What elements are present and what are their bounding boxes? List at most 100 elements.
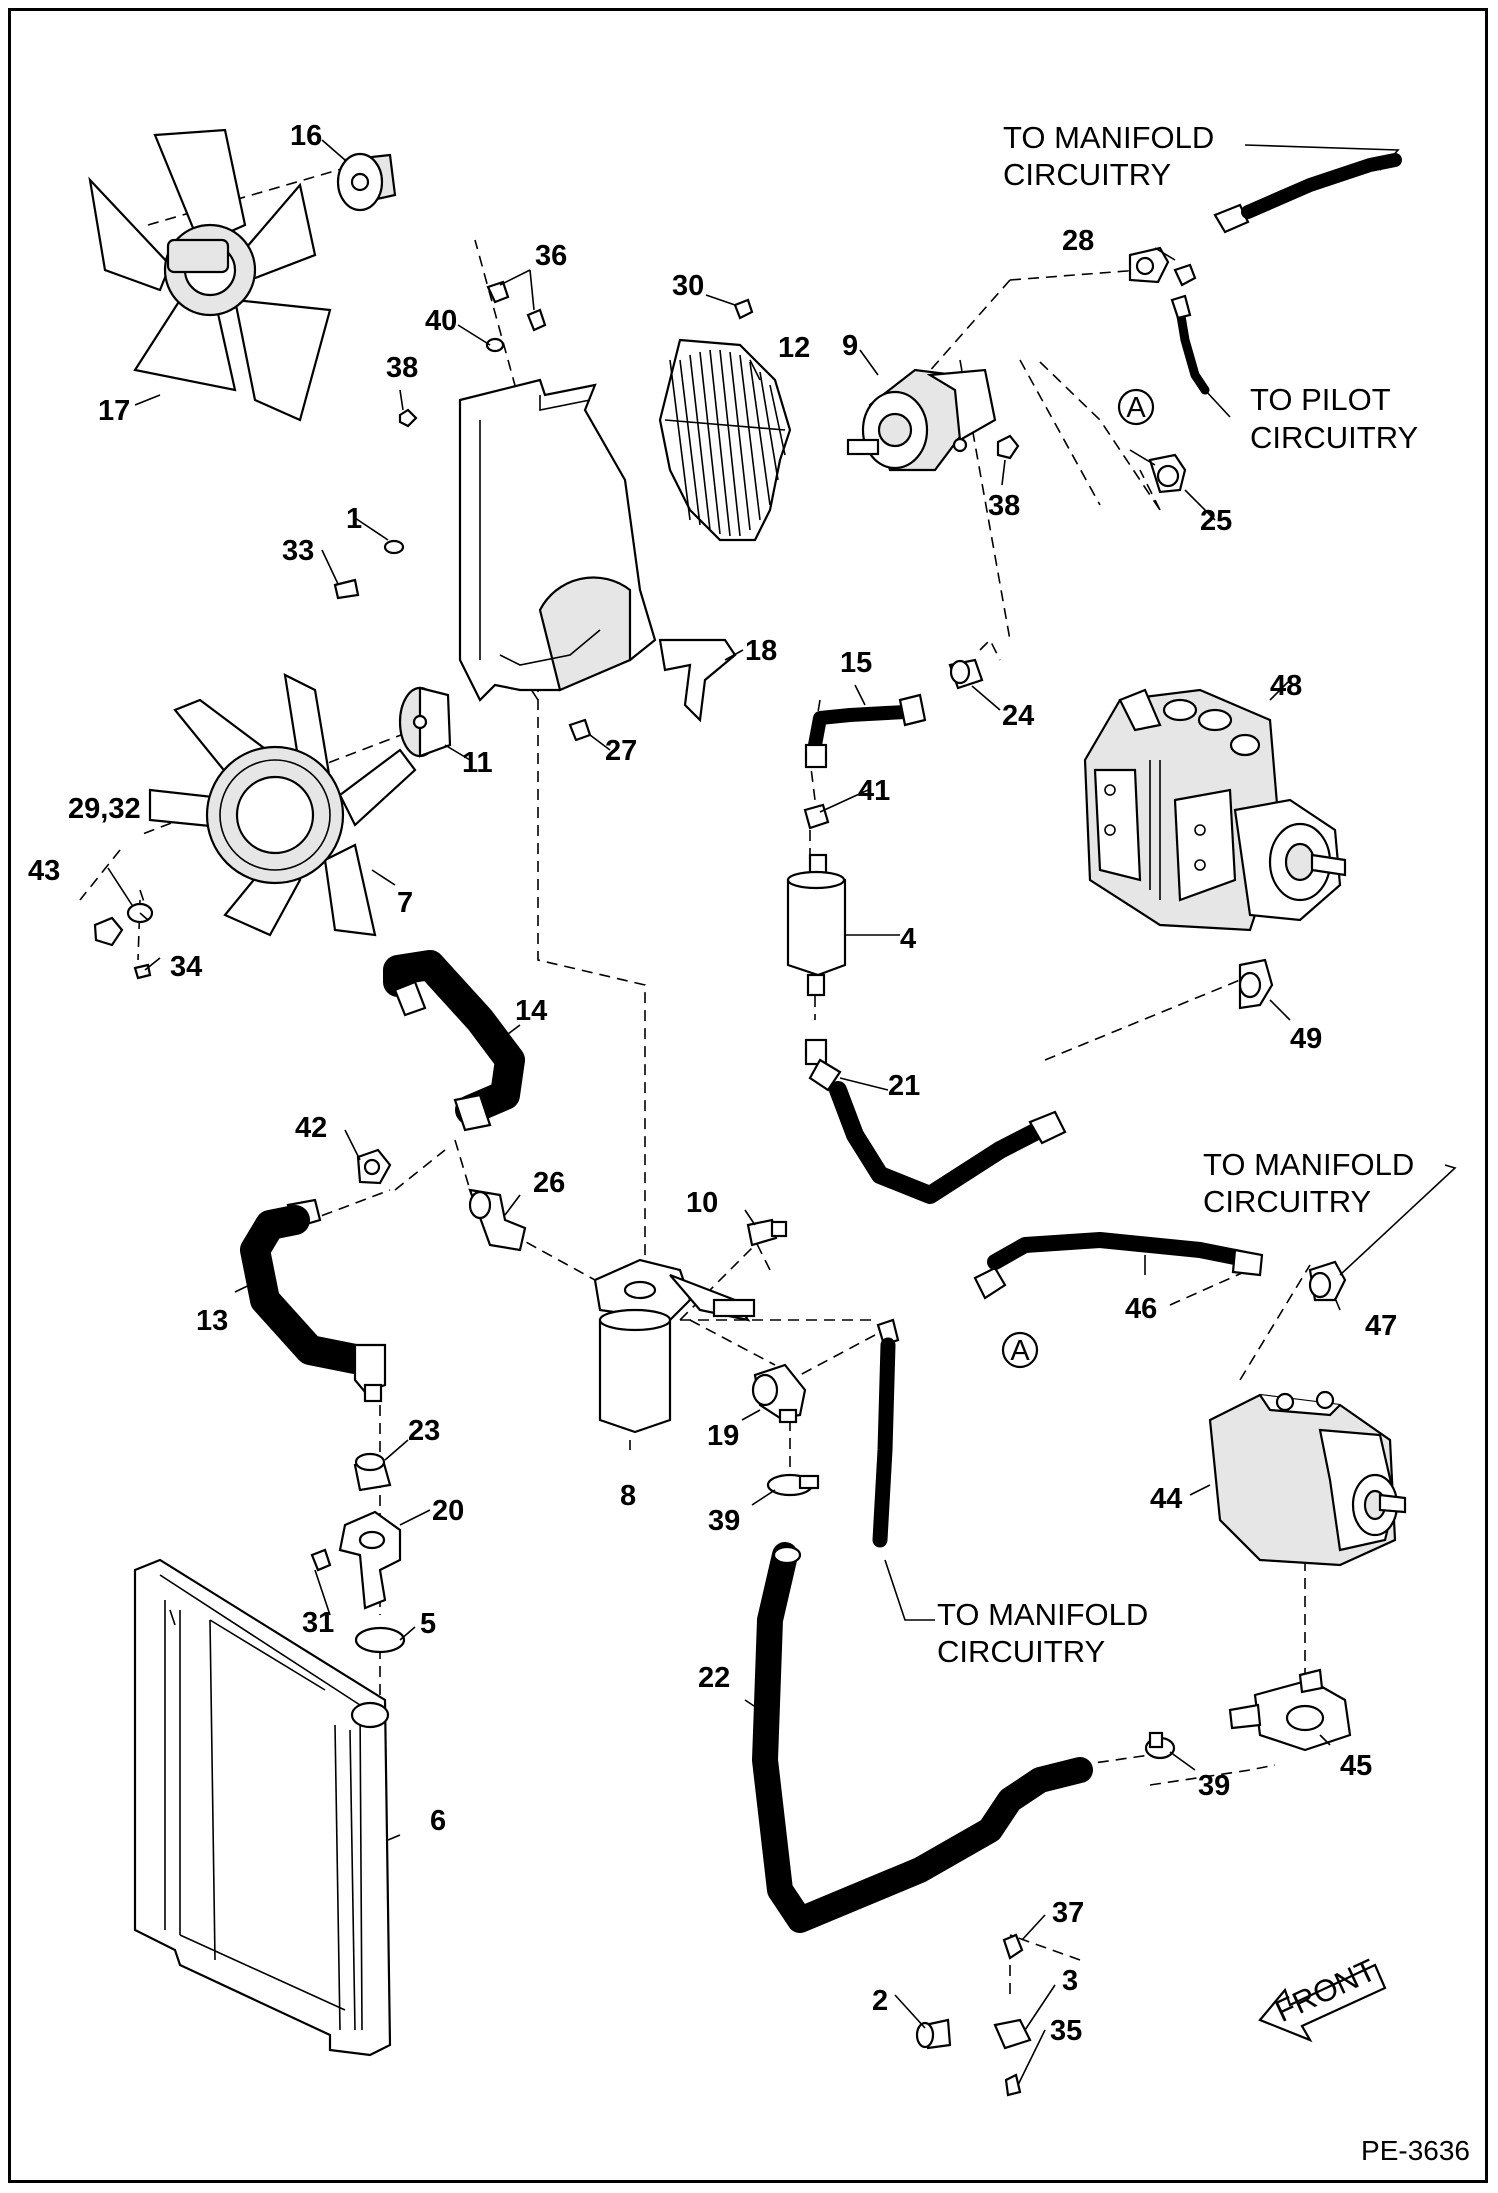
connector-a-top-label: A [1126,392,1146,424]
fan-small-7 [148,673,417,937]
callout-14: 14 [515,995,547,1027]
callout-28: 28 [1062,225,1094,257]
callout-33: 33 [282,535,314,567]
document-id: PE-3636 [1361,2135,1470,2166]
note-manifold-bottom-line1: TO MANIFOLD [937,1597,1148,1632]
hose-21 [804,1038,1067,1204]
clamp-39-center [766,1473,820,1497]
callout-2: 2 [872,1985,888,2017]
note-pilot-line1: TO PILOT [1250,382,1391,417]
oil-filter-8 [593,1258,756,1434]
callout-27: 27 [605,735,637,767]
callout-47: 47 [1365,1310,1397,1342]
callout-1: 1 [346,503,362,535]
callout-44: 44 [1150,1483,1182,1515]
manifold-block-45 [1228,1668,1352,1752]
callout-43: 43 [28,855,60,887]
elbow-fitting-25 [1148,453,1187,494]
hydraulic-pump-48 [1083,688,1347,932]
callout-13: 13 [196,1305,228,1337]
hydraulic-pump-44 [1208,1390,1407,1567]
callout-4: 4 [900,923,916,955]
callout-38b: 38 [988,490,1020,522]
hose-top-manifold [1213,153,1402,234]
hub-16 [336,152,397,212]
tee-fitting-28 [1128,246,1197,287]
callout-25: 25 [1200,505,1232,537]
hardware-left [93,280,754,980]
guard-grille-12 [658,338,792,542]
callout-17: 17 [98,395,130,427]
callout-49: 49 [1290,1023,1322,1055]
callout-numbers: 16 17 36 40 38 1 33 30 12 9 38 28 25 18 … [28,120,1397,2047]
callout-16: 16 [290,120,322,152]
callout-15: 15 [840,647,872,679]
hose-46 [973,1232,1264,1300]
note-pilot-line2: CIRCUITRY [1250,420,1418,455]
callout-26: 26 [533,1167,565,1199]
tube-15 [804,693,927,769]
seal-5 [354,1626,406,1654]
elbow-47 [1308,1260,1347,1302]
connector-a-bottom [1001,1331,1039,1369]
front-label: FRONT [1270,1952,1382,2029]
callout-48: 48 [1270,670,1302,702]
callout-20: 20 [432,1495,464,1527]
callout-34: 34 [170,951,202,983]
nut-38-right [996,434,1020,460]
bracket-20 [338,1510,402,1610]
callout-41: 41 [858,775,890,807]
hardware-bottom [915,1933,1032,2097]
callout-21: 21 [888,1070,920,1102]
note-manifold-bottom-line2: CIRCUITRY [937,1634,1105,1669]
hose-bottom-manifold [872,1318,900,1548]
callout-5: 5 [420,1608,436,1640]
callout-29-32: 29,32 [68,793,141,825]
callout-37: 37 [1052,1897,1084,1929]
callout-42: 42 [295,1112,327,1144]
fitting-23 [353,1452,392,1492]
callout-12: 12 [778,332,810,364]
note-manifold-mid-line2: CIRCUITRY [1203,1184,1371,1219]
connector-a-top [1117,388,1155,426]
tube-14 [383,950,525,1132]
sender-10 [746,1218,788,1247]
hose-22 [752,1542,1093,1933]
callout-9: 9 [842,330,858,362]
routing-notes: TO MANIFOLD CIRCUITRY TO PILOT CIRCUITRY… [937,120,1418,1669]
note-manifold-mid-line1: TO MANIFOLD [1203,1147,1414,1182]
nut-41 [803,803,830,830]
callout-19: 19 [707,1420,739,1452]
clamp-39-right [1144,1731,1176,1760]
callout-31: 31 [302,1607,334,1639]
hose-pilot [1170,294,1210,395]
callout-36: 36 [535,240,567,272]
callout-3: 3 [1062,1965,1078,1997]
fitting-19 [751,1363,807,1424]
callout-10: 10 [686,1187,718,1219]
inline-filter-4 [786,853,847,997]
callout-39a: 39 [708,1505,740,1537]
callout-24: 24 [1002,700,1034,732]
gear-pump-9 [846,368,997,472]
callout-23: 23 [408,1415,440,1447]
callout-7: 7 [397,887,413,919]
callout-11: 11 [462,747,493,779]
leader-lines [107,139,1457,2086]
bolt-31 [310,1548,332,1572]
radiator-6 [133,1558,392,2057]
callout-35: 35 [1050,2015,1082,2047]
connector-a-bottom-label: A [1010,1335,1030,1367]
fitting-26 [468,1188,527,1252]
callout-38a: 38 [386,352,418,384]
callout-30: 30 [672,270,704,302]
tube-13 [240,1198,387,1403]
callout-39b: 39 [1198,1770,1230,1802]
callout-45: 45 [1340,1750,1372,1782]
callout-6: 6 [430,1805,446,1837]
callout-46: 46 [1125,1293,1157,1325]
callout-40: 40 [425,305,457,337]
callout-22: 22 [698,1662,730,1694]
note-manifold-top-line1: TO MANIFOLD [1003,120,1214,155]
